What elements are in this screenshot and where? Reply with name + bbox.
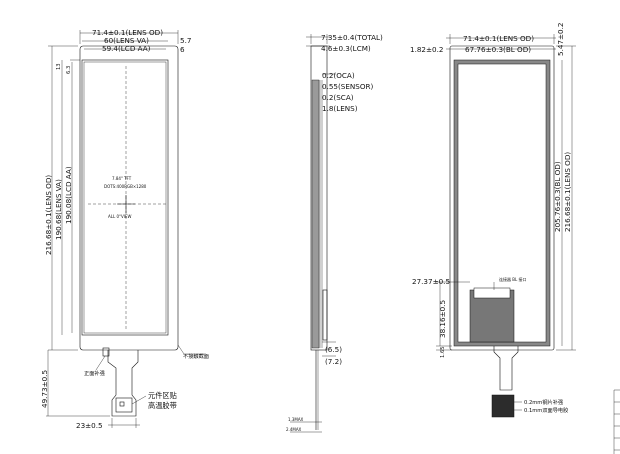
back-lens-od-height: 216.68±0.1(LENS OD): [563, 152, 572, 232]
side-view: 7.35±0.4(TOTAL) 4.6±0.3(LCM) 0.2(OCA) 0.…: [286, 33, 383, 433]
back-lens-od-width: 71.4±0.1(LENS OD): [463, 34, 534, 43]
back-fpc-tail: [493, 346, 519, 391]
fpc-tail: [107, 350, 139, 417]
front-lens-va-height: 190.68(LENS VA): [54, 179, 63, 240]
lcd-aa: [83, 61, 167, 334]
back-bottom-offset: 1.65: [440, 346, 446, 358]
back-connector-offset: 27.37±0.5: [412, 277, 450, 286]
side-fpc: [322, 289, 328, 341]
active-area: [81, 59, 169, 336]
front-right-offset-2: 6: [180, 45, 185, 54]
side-layer-sensor: 0.55(SENSOR): [322, 82, 374, 91]
side-layer-oca: 0.2(OCA): [322, 71, 355, 80]
front-lens-od-width: 71.4±0.1(LENS OD): [92, 28, 163, 37]
back-connector-block: [469, 289, 515, 343]
panel-view-text: ALL 0°VIEW: [108, 214, 131, 219]
back-note-2: 0.1mm双面导电胶: [524, 406, 568, 414]
panel-dots-text: DOTS:400RGB×1280: [104, 184, 147, 189]
back-view: 连接器 BL 接口 71.4±0.1(LENS OD) 67.76±0.3(BL…: [410, 23, 576, 418]
side-lcm: [311, 79, 320, 349]
front-lcd-aa-width: 59.4(LCD AA): [102, 44, 151, 53]
front-right-offset-1: 5.7: [180, 36, 191, 45]
back-connector: [473, 287, 511, 299]
front-tail-width: 23±0.5: [76, 421, 103, 430]
back-right-offset: 5.47±0.2: [556, 23, 565, 56]
back-connector-label: 连接器 BL 接口: [499, 276, 527, 282]
side-total: 7.35±0.4(TOTAL): [321, 33, 383, 42]
front-lcd-aa-height: 190.08(LCD AA): [64, 166, 73, 224]
back-left-offset: 1.82±0.2: [410, 45, 443, 54]
front-top-offset-2: 6.3: [66, 66, 72, 74]
stiffener-tab: [102, 347, 110, 357]
note-component-1: 元件区贴: [148, 391, 177, 400]
side-lcm: 4.6±0.3(LCM): [321, 44, 371, 53]
back-bl-od-height: 205.76±0.3(BL OD): [553, 161, 562, 232]
front-lens-va-width: 60(LENS VA): [104, 36, 149, 45]
title-block-partial: [613, 389, 620, 454]
back-note-1: 0.2mm钢片补强: [524, 398, 563, 406]
side-dim-a: (6.5): [325, 345, 342, 354]
back-lens-outline: [449, 45, 555, 351]
panel-type-text: 7.84" TFT: [112, 176, 132, 181]
side-max-2: 2.4MAX: [286, 427, 302, 432]
front-tail-length: 49.73±0.5: [40, 370, 49, 408]
side-max-1: 1.3MAX: [288, 417, 304, 422]
lens-outline: [79, 45, 179, 351]
component-area: [115, 397, 133, 413]
front-lens-od-height: 216.68±0.1(LENS OD): [44, 175, 53, 255]
back-fpc-end: [491, 394, 515, 418]
note-stiffener: 正面补强: [84, 369, 105, 377]
back-connector-height: 38.16±0.5: [438, 300, 447, 338]
front-top-offset: 13: [56, 63, 62, 70]
front-view: 7.84" TFT DOTS:400RGB×1280 ALL 0°VIEW 71…: [40, 28, 209, 430]
note-no-contact: 不接触截面: [183, 352, 209, 360]
back-bl-od-width: 67.76±0.3(BL OD): [465, 45, 531, 54]
side-layer-lens: 1.8(LENS): [322, 104, 358, 113]
side-dim-b: (7.2): [325, 357, 342, 366]
note-component-2: 高温胶带: [148, 401, 177, 410]
side-layer-sca: 0.2(SCA): [322, 93, 354, 102]
